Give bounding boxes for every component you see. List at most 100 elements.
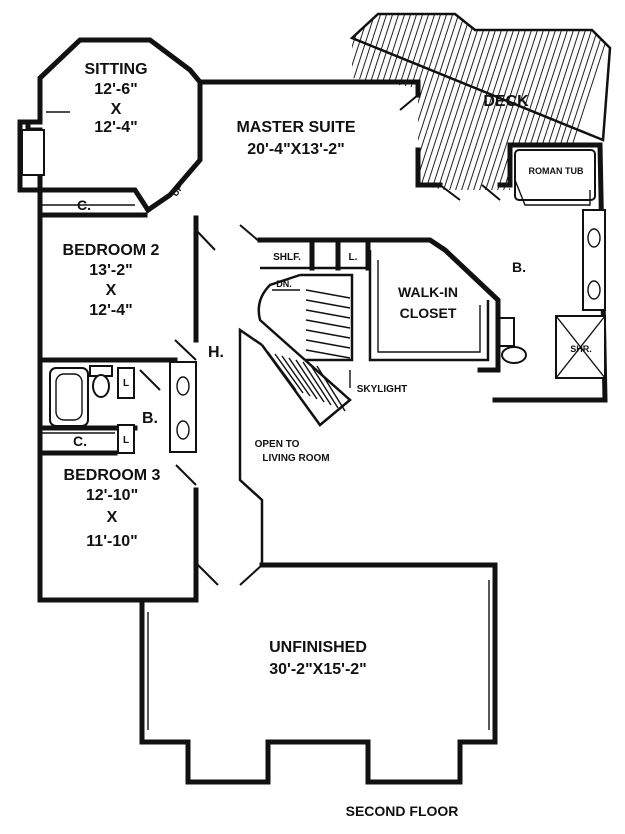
skylight-label: SKYLIGHT (357, 384, 408, 395)
deck-hatch-line (447, 14, 509, 190)
floor-caption: SECOND FLOOR (346, 803, 459, 819)
roman-tub-skirt (514, 179, 591, 206)
walk-in-closet-wall (257, 237, 501, 373)
unfinished-wall (139, 562, 498, 785)
roman-tub-label: ROMAN TUB (529, 166, 584, 176)
stair-tread (305, 349, 351, 359)
walk-in-label-2: CLOSET (400, 305, 457, 321)
hall-sink-1 (176, 376, 190, 396)
fireplace (21, 129, 45, 176)
down-label: DN. (276, 279, 292, 289)
deck-hatch-line (471, 14, 533, 190)
deck-hatch-line (423, 14, 485, 190)
bedroom3-x: X (107, 509, 118, 526)
stair-tread (305, 309, 351, 319)
unfinished-dims: 30'-2"X15'-2" (269, 661, 367, 678)
stair-rail (300, 273, 354, 362)
hall-bath-wall (37, 357, 199, 603)
hall-door-swing-3 (197, 564, 219, 586)
linen-label-2: L (123, 378, 129, 389)
master-suite-name: MASTER SUITE (236, 119, 355, 136)
deck-hatch-line (417, 14, 479, 190)
bedroom3-name: BEDROOM 3 (64, 467, 161, 484)
stair-tread (281, 355, 311, 397)
open-to-label-1: OPEN TO (255, 439, 300, 450)
stair-tread (305, 319, 351, 329)
deck-hatch-line (286, 10, 346, 195)
stair-tread (305, 339, 351, 349)
bedroom2-x: X (106, 282, 117, 299)
hall-tub-inner (55, 373, 83, 421)
stair-curve-inner (257, 273, 306, 361)
stair-tread (274, 353, 304, 394)
deck-hatch-line (352, 14, 359, 190)
stair-tread (316, 365, 346, 412)
stair-curve-outer (260, 344, 352, 427)
hall-linen-1 (117, 367, 135, 399)
master-bath-label: B. (512, 259, 526, 275)
master-suite-dims: 20'-4"X13'-2" (247, 141, 345, 158)
hall-toilet-bowl (92, 374, 110, 398)
deck-hatch-line (352, 14, 353, 190)
vanity (582, 209, 606, 311)
sitting-dim1: 12'-6" (94, 81, 137, 98)
bedroom2-name: BEDROOM 2 (63, 242, 160, 259)
unfinished-name: UNFINISHED (269, 639, 367, 656)
walk-in-label-1: WALK-IN (398, 284, 458, 300)
stair-tread (267, 351, 297, 391)
roman-tub (514, 149, 596, 201)
shower-label: SHR. (570, 344, 592, 354)
bath-door-swing (481, 184, 501, 201)
sitting-x: X (111, 101, 122, 118)
linen-label-3: L (123, 435, 129, 446)
deck-hatch-line (352, 14, 371, 190)
shelf-label: SHLF. (273, 252, 301, 263)
hall-label: H. (208, 344, 224, 361)
deck-outline (349, 12, 612, 142)
master-suite-north-wall (197, 79, 421, 98)
sitting-dim2: 12'-4" (94, 119, 137, 136)
master-toilet-bowl (501, 346, 527, 364)
stair-tread (305, 329, 351, 339)
sink-1 (587, 228, 601, 248)
deck-hatch-line (352, 14, 395, 190)
deck-hatch-line (352, 14, 365, 190)
open-to-living-rail (238, 327, 264, 565)
stair-tread (295, 359, 325, 403)
closet-c1-label: C. (77, 197, 91, 213)
deck-name: DECK (483, 93, 529, 110)
hall-linen-2 (117, 424, 135, 454)
bedroom2-dim1: 13'-2" (89, 262, 132, 279)
deck-hatch-line (280, 10, 340, 195)
stair-tread (305, 289, 351, 299)
deck-hatch-line (352, 14, 401, 190)
deck-hatch-line (459, 14, 521, 190)
linen-label-1: L. (349, 252, 358, 263)
master-suite-east-wall (415, 147, 443, 188)
hall-sink-2 (176, 420, 190, 440)
stair-tread (302, 361, 332, 406)
stair-treads (267, 289, 351, 412)
sink-2 (587, 280, 601, 300)
deck-hatch-line (441, 14, 503, 190)
closet-c2-label: C. (73, 433, 87, 449)
hall-door-swing-2 (239, 224, 261, 243)
stair-tread (288, 357, 318, 400)
sitting-name: SITTING (84, 61, 147, 78)
bedroom3-door-swing (175, 464, 197, 486)
bedroom2-dim2: 12'-4" (89, 302, 132, 319)
open-to-label-2: LIVING ROOM (262, 453, 329, 464)
stair-tread (309, 363, 339, 409)
stair-tread (305, 299, 351, 309)
deck-hatch-line (465, 14, 527, 190)
walk-in-closet-inner (368, 250, 490, 362)
deck-hatch-line (489, 14, 551, 190)
deck-door-swing-2 (439, 184, 461, 201)
deck-hatch-line (429, 14, 491, 190)
hall-bath-door (139, 369, 161, 391)
deck-hatch-line (435, 14, 497, 190)
hall-door-swing-4 (239, 564, 263, 586)
bedroom3-dim1: 12'-10" (86, 487, 138, 504)
deck-hatch-line (453, 14, 515, 190)
